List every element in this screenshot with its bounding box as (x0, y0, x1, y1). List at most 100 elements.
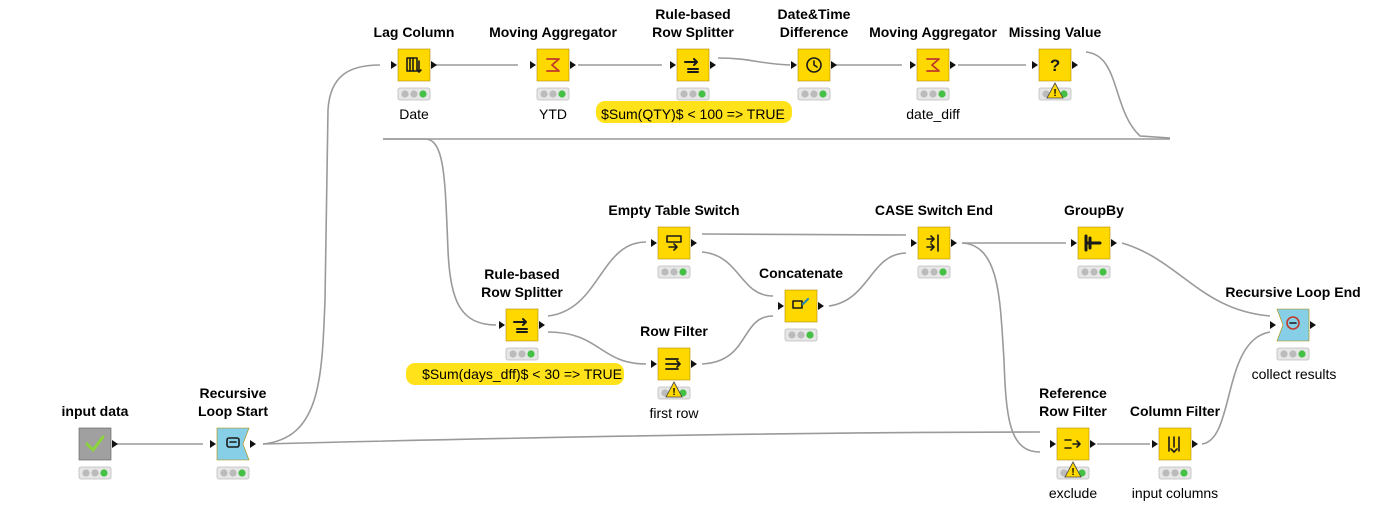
connections (117, 51, 1271, 453)
input-port[interactable] (911, 239, 917, 247)
node-title: Missing Value (1009, 24, 1102, 40)
input-port[interactable] (910, 61, 916, 69)
node-body[interactable] (78, 427, 112, 461)
node-concatenate[interactable]: Concatenate (759, 265, 843, 342)
empty-table-switch-icon (666, 235, 682, 251)
column-filter-icon (1168, 436, 1180, 453)
status-traffic-light (397, 87, 431, 101)
node-title: Concatenate (759, 265, 843, 281)
input-port[interactable] (210, 440, 216, 448)
input-port[interactable] (1071, 239, 1077, 247)
output-port[interactable] (691, 239, 697, 247)
output-port[interactable] (1090, 440, 1096, 448)
node-title: GroupBy (1064, 202, 1124, 218)
node-title: Recursive (200, 385, 267, 401)
node-note: YTD (539, 106, 567, 122)
output-port[interactable] (831, 61, 837, 69)
moving-aggregator-icon (926, 58, 940, 72)
output-port[interactable] (951, 239, 957, 247)
node-title: Column Filter (1130, 403, 1221, 419)
node-note: collect results (1252, 366, 1337, 382)
node-body[interactable] (917, 226, 951, 260)
node-body[interactable] (784, 289, 818, 323)
connection (1085, 51, 1171, 139)
node-note: exclude (1049, 485, 1097, 501)
node-title: Loop Start (198, 403, 268, 419)
node-title: Row Filter (1039, 403, 1107, 419)
input-port[interactable] (499, 321, 505, 329)
node-empty-switch[interactable]: Empty Table Switch (608, 202, 740, 279)
output-port[interactable] (1310, 321, 1316, 329)
node-title: Rule-based (484, 266, 559, 282)
output-port[interactable] (431, 61, 437, 69)
output-port[interactable] (1072, 61, 1078, 69)
node-title: Row Splitter (481, 284, 563, 300)
check-icon (85, 435, 105, 452)
input-port[interactable] (791, 61, 797, 69)
output-port[interactable] (818, 302, 824, 310)
node-note: date_diff (906, 106, 960, 122)
output-port[interactable] (1192, 440, 1198, 448)
output-port[interactable] (710, 61, 716, 69)
connection (262, 64, 381, 445)
node-title: Rule-based (655, 6, 730, 22)
reference-row-filter-icon (1064, 439, 1081, 449)
svg-text:!: ! (1071, 467, 1074, 478)
output-port[interactable] (570, 61, 576, 69)
concatenate-icon (792, 297, 810, 309)
connection (547, 331, 647, 365)
node-missing-value[interactable]: Missing Value?! (1009, 24, 1102, 101)
node-body[interactable] (1158, 427, 1192, 461)
svg-text:!: ! (672, 387, 675, 398)
output-port[interactable] (250, 440, 256, 448)
output-port[interactable] (691, 360, 697, 368)
node-title: Reference (1039, 385, 1107, 401)
input-port[interactable] (778, 302, 784, 310)
output-port[interactable] (950, 61, 956, 69)
node-moving-agg-2[interactable]: Moving Aggregator date_diff (869, 24, 997, 122)
input-port[interactable] (670, 61, 676, 69)
node-body[interactable] (397, 48, 431, 82)
input-port[interactable] (391, 61, 397, 69)
node-body[interactable] (216, 427, 250, 461)
node-body[interactable] (1276, 308, 1310, 342)
warning-icon: ! (1046, 82, 1064, 99)
input-port[interactable] (651, 360, 657, 368)
status-traffic-light (917, 265, 951, 279)
connection (1121, 242, 1271, 317)
input-port[interactable] (1152, 440, 1158, 448)
node-input-data[interactable]: input data (62, 403, 129, 480)
status-traffic-light (1158, 466, 1192, 480)
input-port[interactable] (1270, 321, 1276, 329)
node-title: Moving Aggregator (869, 24, 997, 40)
node-title: Row Filter (640, 323, 708, 339)
input-port[interactable] (1050, 440, 1056, 448)
input-port[interactable] (651, 239, 657, 247)
input-port[interactable] (1032, 61, 1038, 69)
connection (717, 57, 791, 66)
output-port[interactable] (112, 440, 118, 448)
node-row-filter[interactable]: Row Filter!first row (640, 323, 708, 421)
node-title: Difference (780, 24, 849, 40)
node-groupby[interactable]: GroupBy (1064, 202, 1124, 279)
connection (961, 242, 1041, 453)
output-port[interactable] (1111, 239, 1117, 247)
node-case-switch-end[interactable]: CASE Switch End (875, 202, 993, 279)
node-title: Moving Aggregator (489, 24, 617, 40)
output-port[interactable] (539, 321, 545, 329)
input-port[interactable] (530, 61, 536, 69)
case-switch-end-icon (926, 234, 939, 252)
node-body[interactable] (1038, 48, 1072, 82)
loop-start-icon (226, 437, 240, 448)
node-body[interactable] (657, 226, 691, 260)
